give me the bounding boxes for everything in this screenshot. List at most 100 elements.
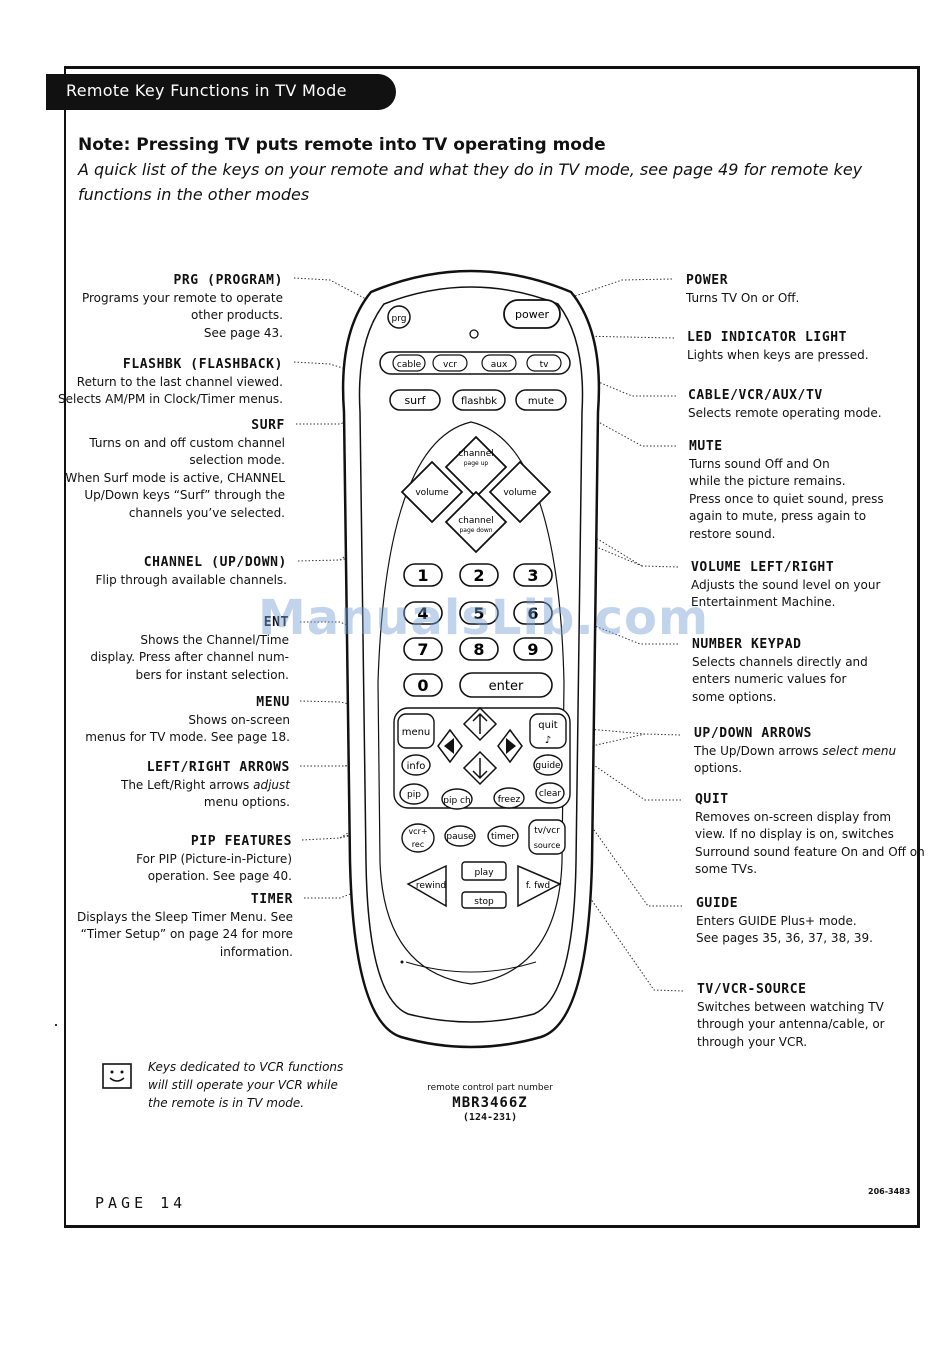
number-3-button[interactable] <box>513 563 553 587</box>
number-8-button[interactable] <box>459 637 499 661</box>
clear-button[interactable] <box>535 782 565 804</box>
pip-button[interactable] <box>399 783 429 805</box>
mute-button[interactable] <box>515 389 567 411</box>
cable-button[interactable] <box>392 354 426 372</box>
label-prg: PRG (PROGRAM) Programs your remote to op… <box>82 272 283 342</box>
label-left-right-text-a: The Left/Right arrows <box>120 777 254 792</box>
number-4-label: 4 <box>417 604 428 623</box>
note-title: Note: Pressing TV puts remote into TV op… <box>78 135 606 155</box>
document-code: 206-3483 <box>868 1187 911 1196</box>
number-8-label: 8 <box>473 640 484 659</box>
label-up-down: UP/DOWN ARROWS The Up/Down arrows select… <box>694 725 896 778</box>
page-frame <box>64 66 920 1228</box>
number-4-button[interactable] <box>403 601 443 625</box>
arrow-left-icon <box>444 738 454 754</box>
label-flashbk-title: FLASHBK (FLASHBACK) <box>122 357 283 372</box>
timer-button[interactable] <box>487 825 519 847</box>
label-tvvcr-source-text: Switches between watching TV through you… <box>697 999 885 1049</box>
remote-control: prg power cable vcr aux tv surf flashbk … <box>341 269 601 1049</box>
tvvcr-source-button[interactable] <box>528 819 566 855</box>
label-mode: CABLE/VCR/AUX/TV Selects remote operatin… <box>688 387 882 422</box>
number-7-button[interactable] <box>403 637 443 661</box>
prg-button-label: prg <box>392 314 407 324</box>
number-0-button[interactable] <box>403 673 443 697</box>
volume-right-label: volume <box>503 488 537 498</box>
vcr-rec-label-b: rec <box>412 840 424 849</box>
power-button-label: power <box>515 308 549 321</box>
rewind-button[interactable] <box>406 864 447 908</box>
watermark: ManualsLib.com <box>258 590 709 646</box>
tvvcr-label: tv/vcr <box>534 826 560 836</box>
number-1-button[interactable] <box>403 563 443 587</box>
enter-button-label: enter <box>489 679 524 694</box>
label-menu-title: MENU <box>256 695 290 710</box>
label-ent-text: Shows the Channel/Time display. Press af… <box>90 632 289 682</box>
channel-up-label: channel <box>458 449 494 459</box>
label-surf: SURF Turns on and off custom channel sel… <box>65 417 285 522</box>
surf-button[interactable] <box>389 389 441 411</box>
number-6-button[interactable] <box>513 601 553 625</box>
freeze-button-label: freez <box>498 795 521 805</box>
play-button-label: play <box>474 868 494 878</box>
label-prg-title: PRG (PROGRAM) <box>173 273 283 288</box>
tv-button[interactable] <box>526 354 562 372</box>
play-button[interactable] <box>461 861 507 881</box>
timer-button-label: timer <box>491 832 515 842</box>
label-surf-text: Turns on and off custom channel selectio… <box>65 435 285 520</box>
smiley-note-icon <box>102 1063 132 1089</box>
channel-down-button[interactable] <box>444 490 508 554</box>
label-led-title: LED INDICATOR LIGHT <box>687 330 848 345</box>
guide-button[interactable] <box>533 754 563 776</box>
flashbk-button[interactable] <box>452 389 506 411</box>
label-mode-text: Selects remote operating mode. <box>688 405 882 420</box>
volume-left-button[interactable] <box>400 460 464 524</box>
music-note-icon: ♪ <box>545 735 551 746</box>
label-up-down-text-a: The Up/Down arrows <box>694 743 823 758</box>
label-keypad-title: NUMBER KEYPAD <box>692 637 802 652</box>
enter-button[interactable] <box>459 672 553 698</box>
label-mute-text: Turns sound Off and On while the picture… <box>689 456 884 541</box>
prg-button[interactable] <box>387 305 411 329</box>
info-button[interactable] <box>401 754 431 776</box>
cable-button-label: cable <box>397 360 422 370</box>
vcr-button-label: vcr <box>443 360 457 370</box>
margin-mark <box>55 1024 57 1026</box>
label-led-text: Lights when keys are pressed. <box>687 347 869 362</box>
aux-button[interactable] <box>481 354 517 372</box>
pause-button[interactable] <box>444 825 476 847</box>
fast-forward-button[interactable] <box>517 864 562 908</box>
number-5-button[interactable] <box>459 601 499 625</box>
label-power-text: Turns TV On or Off. <box>686 290 800 305</box>
mode-button-row <box>379 351 571 375</box>
label-keypad: NUMBER KEYPAD Selects channels directly … <box>692 636 868 706</box>
volume-right-button[interactable] <box>488 460 552 524</box>
label-quit-text: Removes on-screen display from view. If … <box>695 809 925 877</box>
vcr-rec-label-a: vcr+ <box>408 827 427 836</box>
freeze-button[interactable] <box>493 787 525 809</box>
pip-ch-button[interactable] <box>441 788 473 810</box>
tv-button-label: tv <box>540 360 550 370</box>
page-number: PAGE 14 <box>95 1194 187 1212</box>
section-header: Remote Key Functions in TV Mode <box>46 74 396 110</box>
label-channel-title: CHANNEL (UP/DOWN) <box>143 555 287 570</box>
quit-button-label: quit <box>538 720 557 731</box>
label-pip-text: For PIP (Picture-in-Picture) operation. … <box>136 851 292 884</box>
vcr-button[interactable] <box>432 354 468 372</box>
label-volume: VOLUME LEFT/RIGHT Adjusts the sound leve… <box>691 559 880 612</box>
part-number-caption: remote control part number <box>427 1083 553 1093</box>
power-button[interactable] <box>503 299 561 329</box>
label-pip-title: PIP FEATURES <box>190 834 292 849</box>
number-9-button[interactable] <box>513 637 553 661</box>
arrow-down-icon <box>472 758 488 780</box>
number-7-label: 7 <box>417 640 428 659</box>
quit-button[interactable] <box>529 713 567 749</box>
arrow-right-icon <box>506 738 516 754</box>
part-number: MBR3466Z <box>452 1095 528 1111</box>
stop-button[interactable] <box>461 891 507 909</box>
arrow-up-icon <box>472 712 488 734</box>
number-2-button[interactable] <box>459 563 499 587</box>
vcr-rec-button[interactable] <box>401 823 435 853</box>
label-up-down-text-b: select menu <box>822 743 897 758</box>
menu-button[interactable] <box>397 713 435 749</box>
label-prg-text: Programs your remote to operate other pr… <box>81 290 283 340</box>
